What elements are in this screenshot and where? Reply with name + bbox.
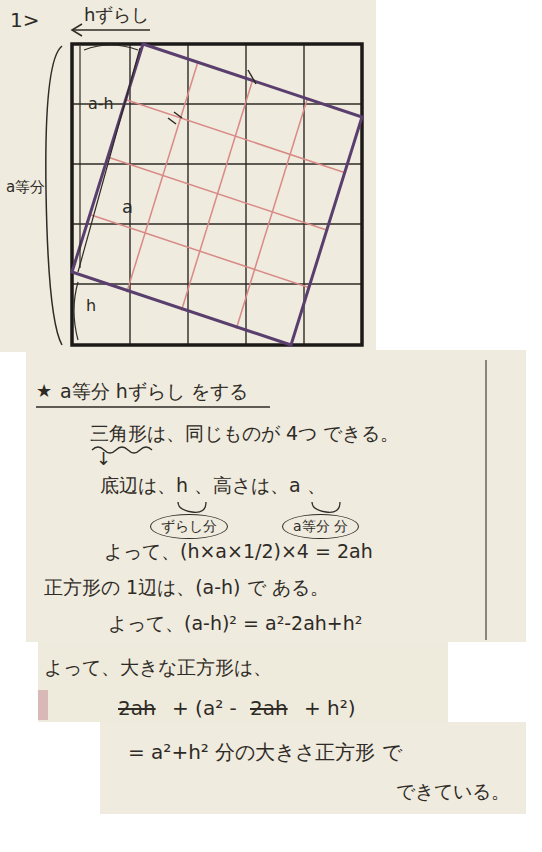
shift-arrow-head xyxy=(72,24,82,36)
brace xyxy=(312,502,340,512)
grid xyxy=(72,44,362,345)
margin-line xyxy=(485,360,487,640)
circled-note: a等分 分 xyxy=(282,514,359,539)
tick-marks xyxy=(168,70,256,124)
paper-panel xyxy=(100,722,526,814)
paper-panel xyxy=(26,350,526,642)
tilted-square xyxy=(72,44,362,345)
handwritten-note: hずらし xyxy=(84,4,149,26)
handwritten-note: よって、(h×a×1/2)×4 = 2ah xyxy=(104,540,373,563)
note-text: ずらし分 xyxy=(161,518,217,534)
paper-panel xyxy=(38,642,448,722)
handwritten-note: a xyxy=(122,196,133,218)
handwritten-note: 正方形の 1辺は、(a-h) で ある。 xyxy=(44,576,329,599)
guide-lines xyxy=(90,62,344,329)
bracket xyxy=(46,46,62,345)
side-mark xyxy=(79,46,80,268)
handwritten-note: よって、大きな正方形は、 xyxy=(44,656,272,679)
brace xyxy=(178,502,206,512)
handwritten-note: + (a² - xyxy=(172,696,237,720)
handwritten-note: = a²+h² 分の大きさ正方形 で xyxy=(128,740,402,764)
note-text: a等分 分 xyxy=(293,518,348,534)
handwritten-note: できている。 xyxy=(396,780,510,803)
circled-note: ずらし分 xyxy=(150,514,228,539)
handwritten-note: a等分 hずらし をする xyxy=(60,380,248,403)
handwritten-note: + h²) xyxy=(304,696,356,720)
handwritten-note: 1> xyxy=(10,8,39,32)
bracket xyxy=(74,282,78,340)
hypotenuse-mark xyxy=(78,48,140,272)
handwritten-note: よって、(a-h)² = a²-2ah+h² xyxy=(108,612,362,635)
side-mark xyxy=(84,45,138,50)
paper-mark xyxy=(38,690,48,720)
handwritten-note: 2ah xyxy=(118,696,156,720)
underline xyxy=(36,406,270,408)
handwritten-note: a-h xyxy=(88,94,114,113)
paper-panel xyxy=(0,0,376,352)
handwritten-note: a等分 xyxy=(6,178,45,196)
handwritten-note: ↓ xyxy=(96,448,111,470)
handwritten-note: h xyxy=(86,296,96,315)
handwritten-note: 2ah xyxy=(250,696,288,720)
handwritten-note: 三角形は、同じものが 4つ できる。 xyxy=(90,422,399,445)
big-square xyxy=(72,44,362,345)
handwritten-note: 底辺は、h 、高さは、a 、 xyxy=(100,474,326,497)
handwritten-note: ★ xyxy=(36,380,52,402)
shift-arrow xyxy=(72,29,150,31)
